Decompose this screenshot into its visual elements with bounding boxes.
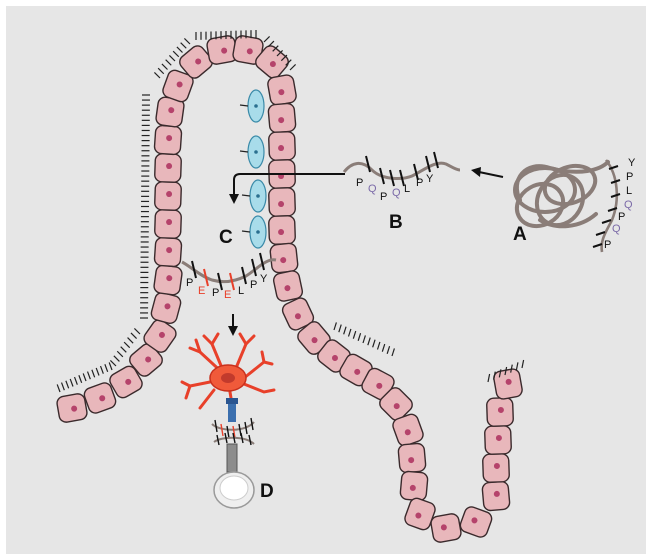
- peptide-a-sequence: YPLQPQP: [604, 157, 636, 251]
- peptide-c-sequence: PEPELPY: [186, 273, 268, 301]
- epithelial-cell: [154, 125, 182, 155]
- goblet-cell: [240, 136, 264, 168]
- mhc-molecule: [228, 402, 236, 422]
- epithelial-cell: [155, 182, 182, 211]
- peptide-b-residue: Q: [368, 183, 377, 195]
- goblet-cell: [242, 180, 266, 212]
- epithelial-cell: [483, 454, 510, 483]
- peptide-c-residue: Y: [260, 273, 268, 285]
- arrow-b-to-c-head: [229, 194, 239, 204]
- residue-tick: [366, 156, 370, 172]
- dendritic-cell-nucleus: [221, 373, 235, 383]
- residue-tick: [611, 194, 620, 197]
- peptide-a-residue: Q: [624, 199, 633, 211]
- label-d: D: [260, 481, 274, 502]
- tcr-molecule: [227, 444, 237, 472]
- residue-tick: [611, 180, 620, 183]
- residue-tick: [260, 253, 264, 270]
- epithelial-cell: [269, 188, 296, 217]
- peptide-b-residue: P: [356, 177, 363, 189]
- peptide-a-residue: L: [626, 185, 632, 197]
- peptide-b-residue: Y: [426, 173, 434, 185]
- label-a: A: [513, 224, 527, 245]
- mhc-molecule-top: [226, 398, 238, 404]
- epithelial-cell: [269, 216, 296, 245]
- epithelial-cell: [155, 210, 182, 239]
- peptide-b-residue: Q: [392, 187, 401, 199]
- peptide-a-residue: Q: [612, 223, 621, 235]
- peptide-c-residue: P: [186, 277, 193, 289]
- label-b: B: [389, 212, 403, 233]
- peptide-a-residue: P: [604, 239, 611, 251]
- peptide-a-residue: Y: [628, 157, 636, 169]
- epithelial-cell: [272, 270, 303, 303]
- arrow-c-to-dendritic-head: [228, 326, 238, 336]
- epithelial-cell: [155, 154, 182, 183]
- peptide-b-residue: P: [380, 191, 387, 203]
- intestinal-epithelium: [56, 30, 524, 543]
- epithelial-cell: [56, 393, 88, 423]
- epithelial-cell: [430, 513, 462, 543]
- goblet-cell: [240, 90, 264, 122]
- epithelial-cell: [493, 368, 523, 400]
- epithelial-cell: [482, 481, 510, 511]
- epithelial-cell: [153, 264, 183, 295]
- peptide-c-residue: L: [238, 285, 244, 297]
- peptide-c-residue: P: [250, 279, 257, 291]
- goblet-cells: [240, 90, 266, 248]
- arrow-a-to-b: [479, 172, 503, 177]
- epithelial-cell: [400, 471, 428, 501]
- epithelial-cell: [267, 74, 297, 106]
- epithelial-cell: [487, 398, 514, 427]
- goblet-cell: [242, 216, 266, 248]
- label-c: C: [219, 227, 233, 248]
- epithelial-cell: [485, 426, 512, 455]
- epithelial-cell: [398, 443, 426, 473]
- peptide-a-residue: P: [618, 211, 625, 223]
- presented-peptide-ticks: [212, 418, 254, 445]
- arrow-a-to-b-head: [471, 167, 481, 177]
- epithelial-cell: [269, 132, 296, 161]
- peptide-c-residue: E: [198, 285, 205, 297]
- peptide-a-residue: P: [626, 171, 633, 183]
- peptide-c-residue: E: [224, 289, 231, 301]
- epithelial-cell: [268, 103, 296, 133]
- peptide-b-residue: P: [416, 177, 423, 189]
- epithelial-cell: [270, 243, 299, 274]
- t-cell-nucleus: [220, 476, 248, 500]
- epithelial-cell: [154, 237, 182, 267]
- peptide-c-residue: P: [212, 287, 219, 299]
- peptide-b-residue: L: [404, 183, 410, 195]
- epithelial-cell: [150, 291, 182, 325]
